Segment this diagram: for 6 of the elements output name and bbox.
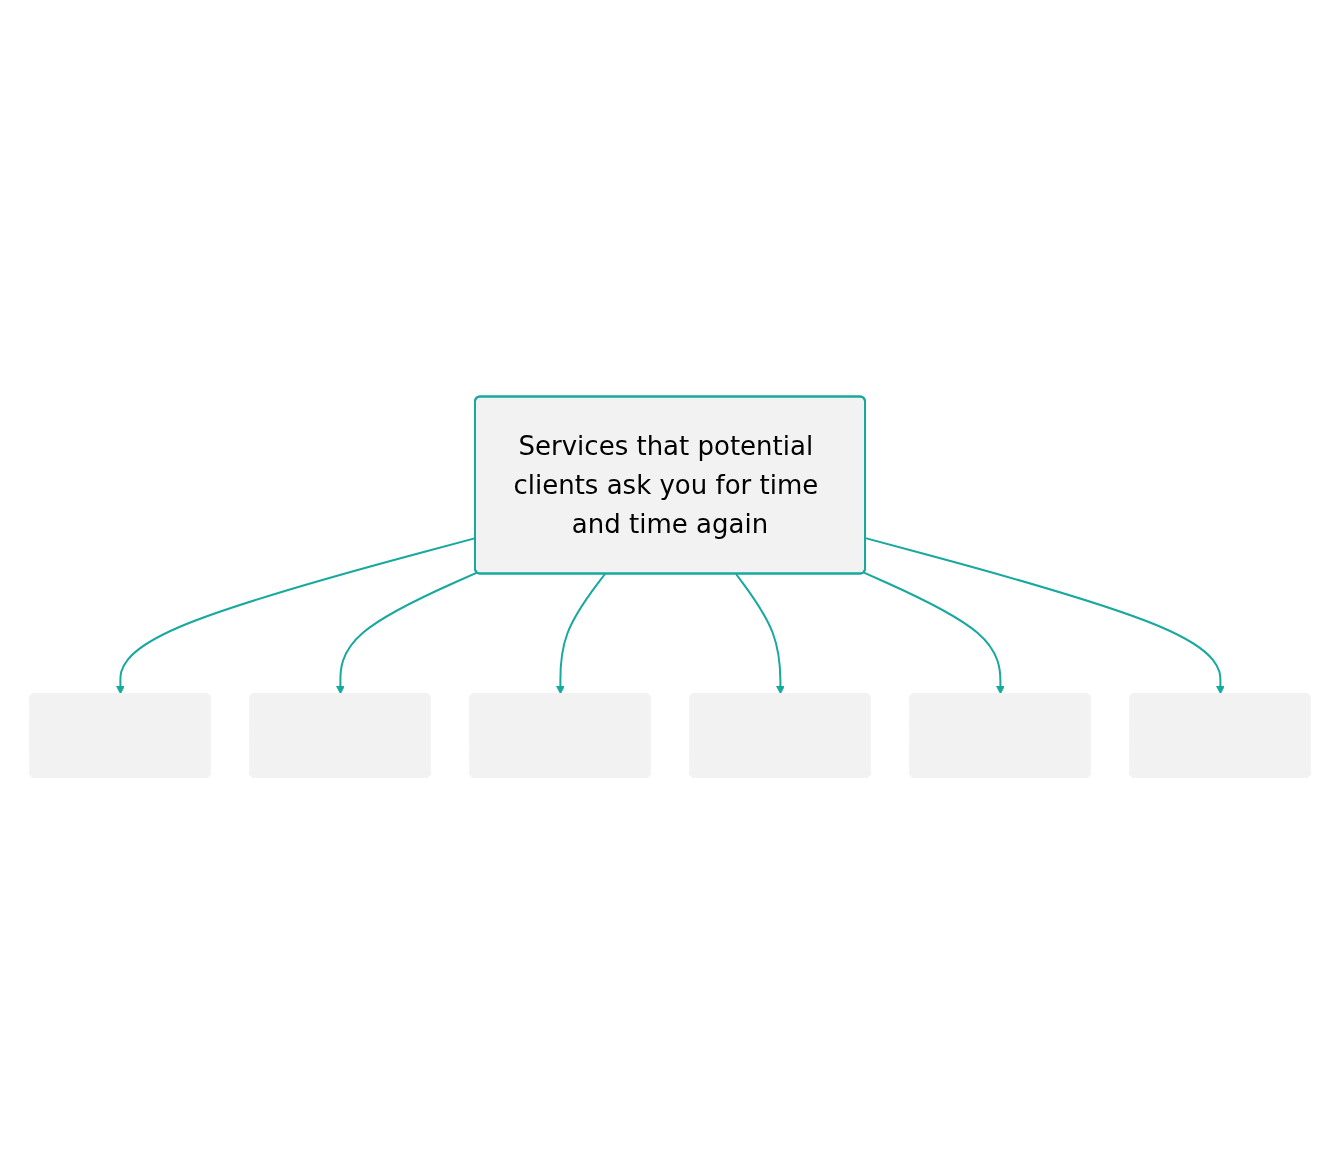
arrow xyxy=(735,572,785,694)
arrow xyxy=(116,536,477,694)
arrow xyxy=(336,571,478,694)
arrow xyxy=(556,572,606,694)
arrow xyxy=(864,536,1225,694)
arrow xyxy=(863,571,1005,694)
